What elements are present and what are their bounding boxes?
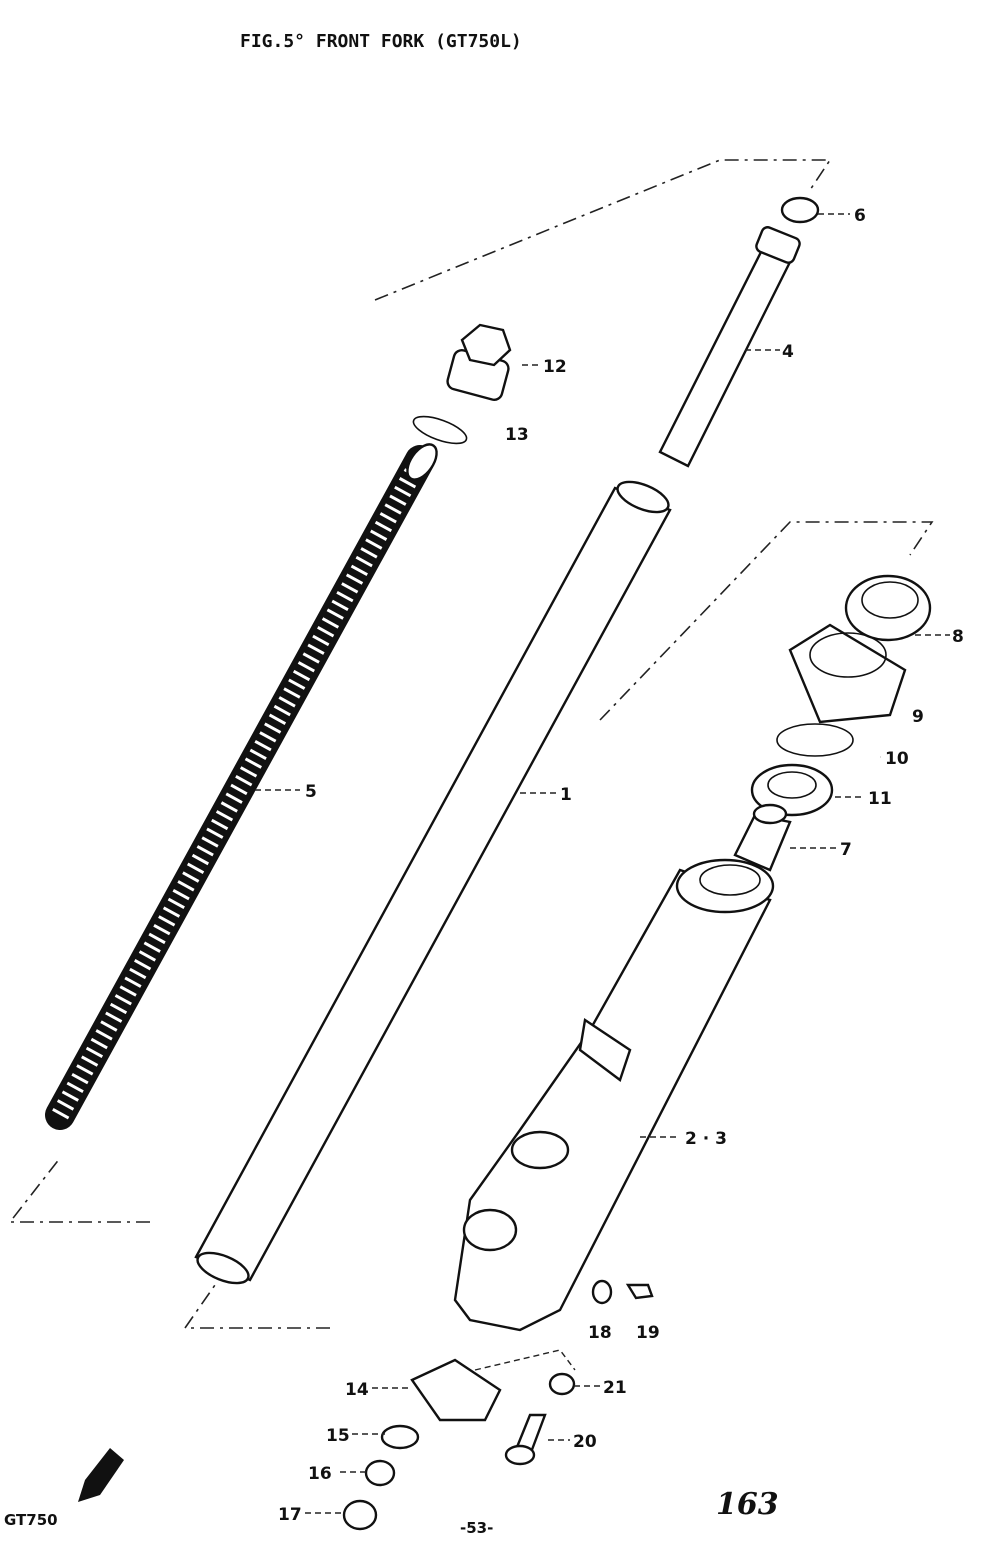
callout-11: 11: [868, 789, 892, 809]
cap-bolt-12: [446, 323, 512, 401]
inner-tube-1: [194, 480, 672, 1285]
callout-4: 4: [782, 342, 794, 362]
washer-16: [364, 1459, 396, 1487]
page-number-center: -53-: [460, 1519, 493, 1537]
washer-21: [548, 1372, 576, 1396]
screw-19: [625, 1283, 654, 1300]
callout-14: 14: [345, 1380, 369, 1400]
washer-15: [380, 1424, 420, 1450]
ring-10: [776, 723, 854, 757]
ring-6: [780, 196, 820, 224]
callout-10: 10: [885, 749, 909, 769]
dust-cover-9: [788, 623, 907, 724]
fork-spring-5: [45, 443, 438, 1130]
callout-16: 16: [308, 1464, 332, 1484]
seal-cover-8: [844, 574, 932, 642]
outer-tube-2-3: [453, 858, 775, 1332]
leader-group-bottom: [474, 1349, 576, 1371]
callout-9: 9: [912, 707, 924, 727]
cylinder-stopper-7: [733, 803, 792, 872]
callout-6: 6: [854, 206, 866, 226]
callout-2-3: 2 · 3: [685, 1129, 727, 1149]
page-number-right: 163: [716, 1487, 779, 1522]
callout-1: 1: [560, 785, 572, 805]
callout-13: 13: [505, 425, 529, 445]
axle-holder-14: [410, 1358, 502, 1422]
assembly-outline-outer-top: [599, 521, 934, 721]
bolt-20: [504, 1413, 547, 1466]
callout-15: 15: [326, 1426, 350, 1446]
assembly-outline-top: [374, 159, 832, 301]
damper-rod-4: [658, 226, 801, 468]
callout-20: 20: [573, 1432, 597, 1452]
callout-17: 17: [278, 1505, 302, 1525]
o-ring-13: [412, 415, 468, 445]
callout-8: 8: [952, 627, 964, 647]
direction-arrow-icon: [78, 1448, 124, 1502]
assembly-outline-inner-tube: [8, 1157, 150, 1223]
callout-21: 21: [603, 1378, 627, 1398]
assembly-outline-outer: [183, 1284, 330, 1329]
oil-seal-11: [750, 763, 834, 817]
callout-7: 7: [840, 840, 852, 860]
callout-12: 12: [543, 357, 567, 377]
callout-5: 5: [305, 782, 317, 802]
callout-18: 18: [588, 1323, 612, 1343]
nut-17: [342, 1499, 378, 1531]
callout-19: 19: [636, 1323, 660, 1343]
plug-18: [591, 1279, 613, 1305]
diagram-title: FIG.5° FRONT FORK (GT750L): [240, 31, 522, 52]
model-code: GT750: [4, 1511, 58, 1529]
